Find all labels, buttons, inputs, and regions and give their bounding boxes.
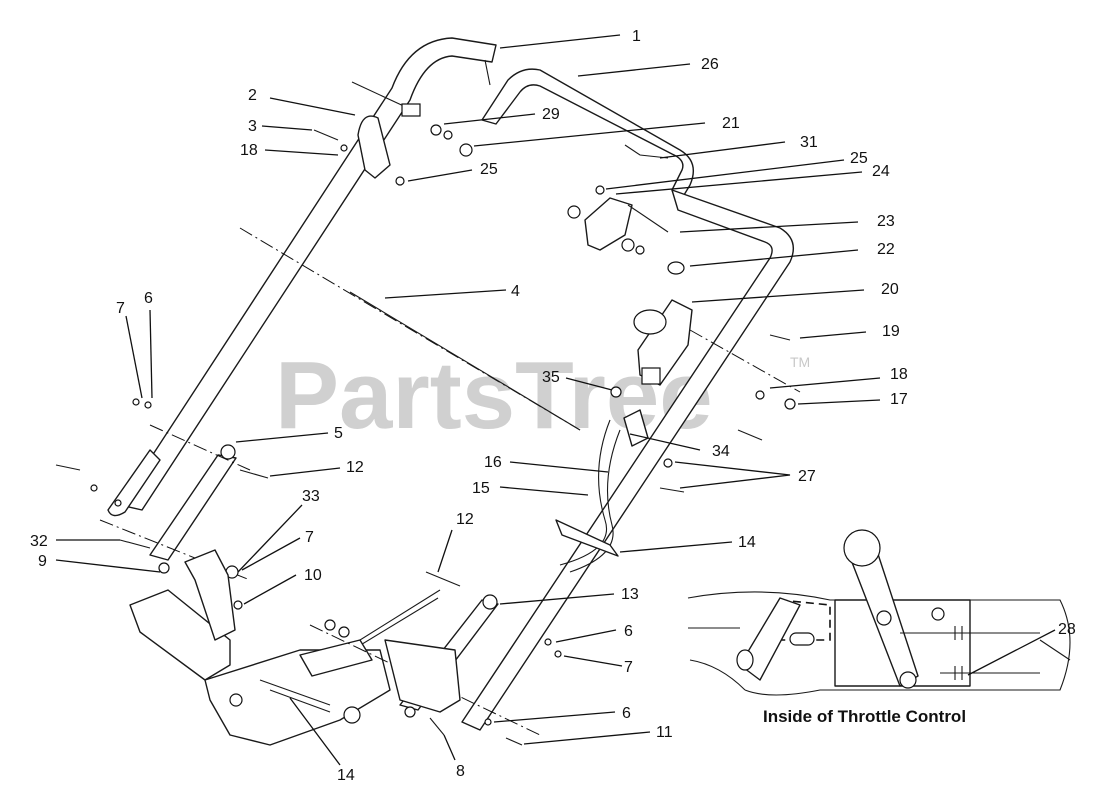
callout-24: 24 <box>872 163 890 180</box>
rod-4 <box>349 291 581 431</box>
callout-21: 21 <box>722 115 740 132</box>
callout-14-bottom: 14 <box>337 767 355 784</box>
deck-housing <box>129 549 541 746</box>
callout-17: 17 <box>890 391 908 408</box>
callout-27: 27 <box>798 468 816 485</box>
bracket-2 <box>357 115 391 179</box>
callout-14-right: 14 <box>738 534 756 551</box>
callouts: 1 26 2 29 3 21 18 31 25 25 24 23 22 4 20… <box>30 28 1076 784</box>
callout-34: 34 <box>712 443 730 460</box>
callout-3: 3 <box>248 118 257 135</box>
callout-23: 23 <box>877 213 895 230</box>
callout-12-left: 12 <box>346 459 364 476</box>
callout-25-right: 25 <box>850 150 868 167</box>
callout-19: 19 <box>882 323 900 340</box>
callout-6-mid: 6 <box>624 623 633 640</box>
callout-20: 20 <box>881 281 899 298</box>
callout-8: 8 <box>456 763 465 780</box>
leaders <box>55 34 1056 766</box>
callout-7-left: 7 <box>116 300 125 317</box>
callout-16: 16 <box>484 454 502 471</box>
callout-5: 5 <box>334 425 343 442</box>
callout-12-mid: 12 <box>456 511 474 528</box>
centerline-4 <box>239 227 581 431</box>
callout-7-bottom: 7 <box>624 659 633 676</box>
callout-15: 15 <box>472 480 490 497</box>
callout-4: 4 <box>511 283 520 300</box>
callout-1: 1 <box>632 28 641 45</box>
callout-22: 22 <box>877 241 895 258</box>
callout-9: 9 <box>38 553 47 570</box>
callout-33: 33 <box>302 488 320 505</box>
left-hardware <box>55 398 251 610</box>
callout-25-left: 25 <box>480 161 498 178</box>
callout-18-right: 18 <box>890 366 908 383</box>
callout-29: 29 <box>542 106 560 123</box>
callout-11: 11 <box>656 724 673 741</box>
upper-handle <box>107 37 497 517</box>
throttle-bracket <box>567 185 801 393</box>
inset-throttle <box>687 529 1071 696</box>
cable-clip-14 <box>555 519 619 557</box>
callout-26: 26 <box>701 56 719 73</box>
callout-6-left: 6 <box>144 290 153 307</box>
callout-13: 13 <box>621 586 639 603</box>
callout-28: 28 <box>1058 621 1076 638</box>
bottom-hardware <box>404 638 562 746</box>
callout-6-bottom: 6 <box>622 705 631 722</box>
throttle-control-20 <box>633 299 693 386</box>
callout-18-top: 18 <box>240 142 258 159</box>
callout-31: 31 <box>800 134 818 151</box>
top-hardware <box>313 81 473 186</box>
inset-title: Inside of Throttle Control <box>763 707 966 726</box>
link-5 <box>149 424 269 561</box>
callout-7-mid: 7 <box>305 529 314 546</box>
callout-32: 32 <box>30 533 48 550</box>
callout-10: 10 <box>304 567 322 584</box>
watermark-tm: TM <box>790 354 810 370</box>
callout-35: 35 <box>542 369 560 386</box>
callout-2: 2 <box>248 87 257 104</box>
lower-handle <box>461 68 794 731</box>
